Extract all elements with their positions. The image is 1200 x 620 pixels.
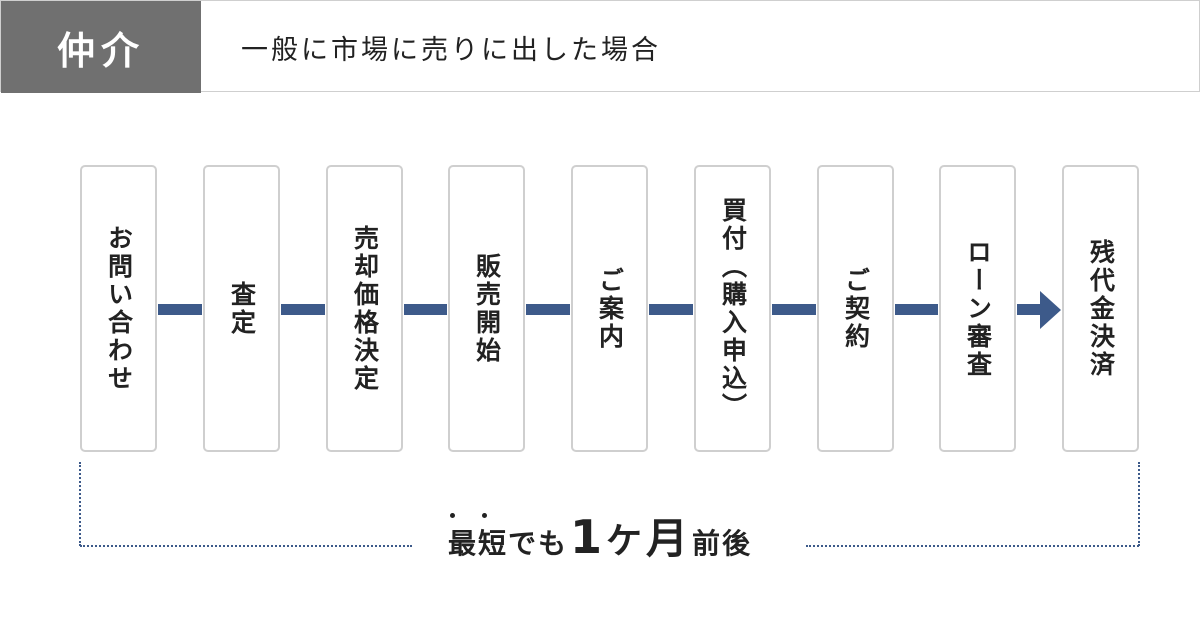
step-appraisal: 査定: [203, 165, 280, 452]
bracket-right: [1138, 462, 1140, 546]
emphasis-dot: [482, 513, 487, 518]
arrow-head-icon: [1040, 291, 1061, 329]
step-label: 売却価格決定: [350, 224, 380, 393]
step-label: 買付（購入申込）: [718, 196, 748, 421]
step-sale-start: 販売開始: [448, 165, 525, 452]
step-label: ご案内: [595, 266, 625, 351]
connector-4: [526, 304, 570, 315]
step-label: ローン審査: [963, 238, 993, 379]
step-price-decision: 売却価格決定: [326, 165, 403, 452]
step-inquiry: お問い合わせ: [80, 165, 157, 452]
step-label: 販売開始: [472, 252, 502, 365]
step-contract: ご契約: [817, 165, 894, 452]
step-label: 残代金決済: [1086, 238, 1116, 379]
step-label: 査定: [227, 280, 257, 337]
connector-8: [1017, 304, 1041, 315]
duration-suffix: 前後: [692, 527, 753, 560]
bracket-line-right: [806, 545, 1139, 547]
step-viewing: ご案内: [571, 165, 648, 452]
step-purchase-offer: 買付（購入申込）: [694, 165, 771, 452]
duration-number: 1: [569, 510, 604, 564]
header-title: 一般に市場に売りに出した場合: [241, 34, 661, 66]
step-final-payment: 残代金決済: [1062, 165, 1139, 452]
connector-5: [649, 304, 693, 315]
connector-7: [895, 304, 938, 315]
header-bar: 仲介 一般に市場に売りに出した場合: [0, 0, 1200, 93]
step-loan-review: ローン審査: [939, 165, 1016, 452]
connector-3: [404, 304, 447, 315]
connector-6: [772, 304, 816, 315]
step-label: ご契約: [841, 266, 871, 351]
category-badge: 仲介: [1, 1, 201, 93]
duration-month: 月: [646, 514, 691, 563]
duration-prefix: 最短でも: [447, 527, 568, 560]
connector-1: [158, 304, 202, 315]
connector-2: [281, 304, 325, 315]
duration-ke: ケ: [605, 521, 644, 562]
bracket-line-left: [80, 545, 412, 547]
bracket-left: [79, 462, 81, 546]
emphasis-dot: [450, 513, 455, 518]
duration-label: 最短でも 1 ケ 月 前後: [0, 505, 1200, 575]
step-label: お問い合わせ: [104, 224, 134, 393]
